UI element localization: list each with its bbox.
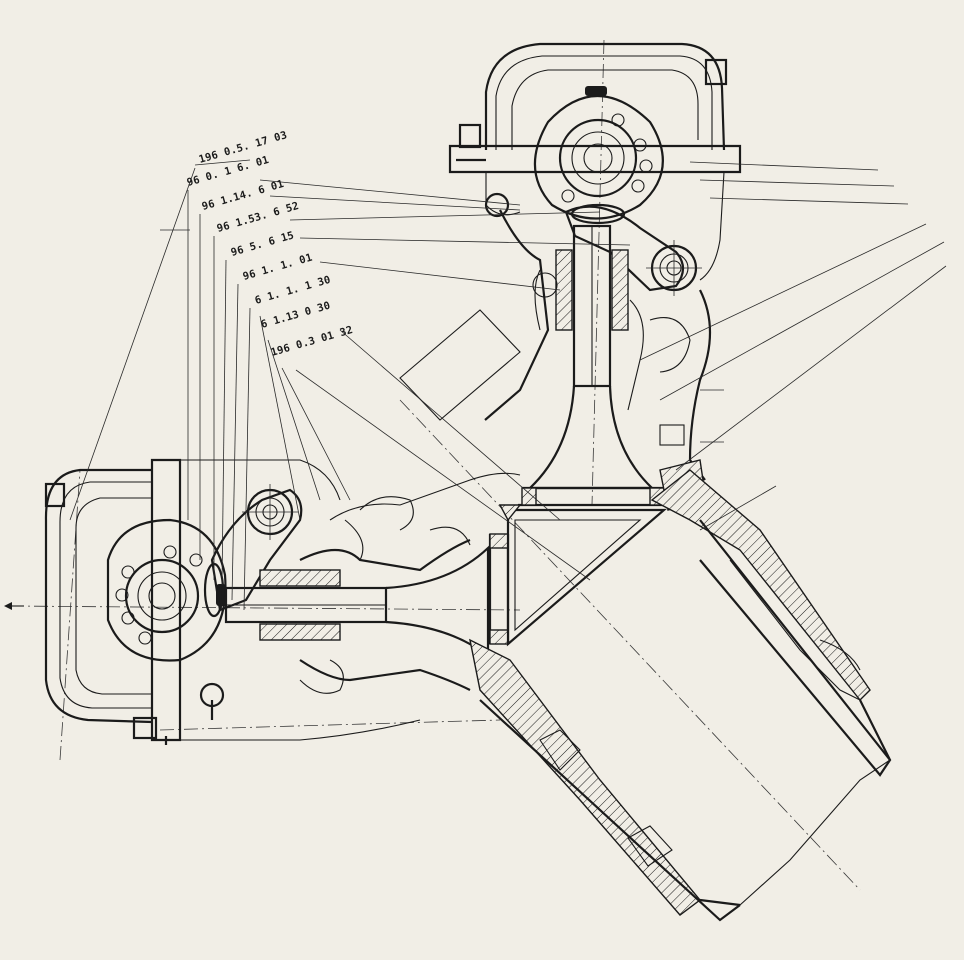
part-number-label: 196 0.3 01 32 — [270, 324, 355, 359]
direction-arrow — [4, 602, 24, 610]
center-axes — [9, 39, 861, 891]
upper-rocker-cover — [448, 42, 742, 281]
upper-cylinder-head-casting — [399, 209, 712, 511]
callout-8: 6 1.13 0 30 — [260, 300, 332, 501]
part-number-label: 96 5. 6 15 — [230, 229, 296, 259]
callout-7: 6 1. 1. 1 30 — [243, 274, 332, 611]
left-camshaft — [106, 518, 227, 662]
upper-rocker-arm — [564, 203, 702, 296]
callout-4: 96 1.53. 6 52 — [213, 200, 601, 580]
part-number-label: 96 1. 1. 01 — [242, 252, 314, 283]
callout-3: 96 1.14. 6 01 — [199, 178, 521, 560]
part-number-label: 6 1.13 0 30 — [260, 300, 332, 331]
cylinder-barrel — [469, 469, 892, 922]
left-rocker-cover — [44, 458, 421, 745]
part-number-callouts: 196 0.5. 17 03 96 0. 1 6. 01 96 1.14. 6 … — [69, 129, 631, 611]
left-valve — [224, 533, 510, 659]
callout-9: 196 0.3 01 32 — [270, 324, 591, 581]
upper-camshaft — [533, 86, 664, 220]
right-leader-lines — [639, 161, 947, 531]
